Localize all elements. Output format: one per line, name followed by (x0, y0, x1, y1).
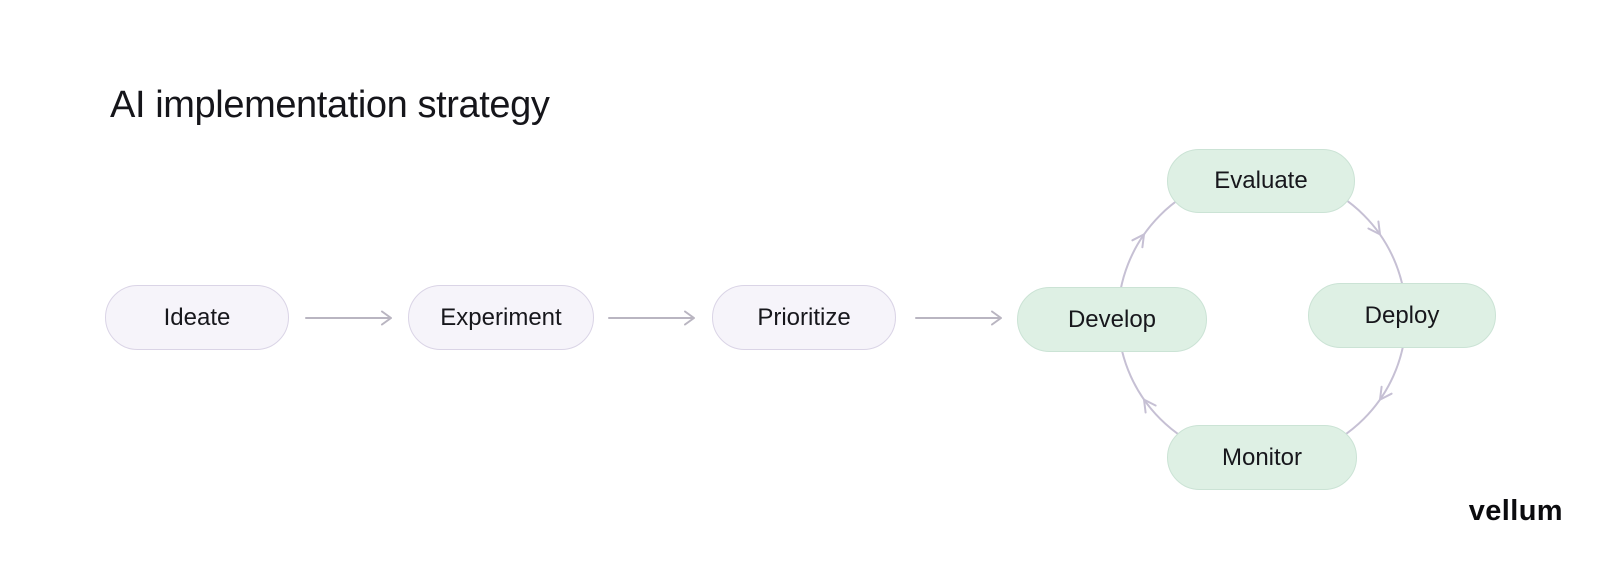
flow-node-ideate-label: Ideate (163, 303, 231, 331)
flow-node-prioritize-label: Prioritize (757, 303, 851, 331)
cycle-arrow-evaluate-deploy-icon (1367, 220, 1381, 236)
flow-node-experiment: Experiment (408, 285, 594, 350)
flow-arrow-ideate-experiment-icon (305, 310, 392, 326)
vellum-logo: vellum (1468, 495, 1563, 527)
cycle-node-monitor: Monitor (1167, 425, 1357, 490)
cycle-arrow-deploy-monitor-icon (1379, 385, 1393, 401)
cycle-arrow-monitor-develop-icon (1143, 398, 1157, 414)
cycle-node-evaluate-label: Evaluate (1214, 167, 1308, 194)
cycle-node-monitor-label: Monitor (1221, 443, 1303, 471)
flow-node-ideate: Ideate (105, 285, 289, 350)
cycle-arrow-develop-evaluate-icon (1131, 233, 1145, 249)
flow-node-experiment-label: Experiment (440, 303, 562, 331)
cycle-node-develop-label: Develop (1067, 305, 1157, 333)
flow-node-prioritize: Prioritize (712, 285, 896, 350)
flow-arrow-prioritize-develop-icon (915, 310, 1002, 326)
cycle-node-develop: Develop (1017, 287, 1207, 352)
cycle-node-evaluate: Evaluate (1167, 149, 1355, 213)
cycle-node-deploy-label: Deploy (1364, 301, 1440, 329)
flow-arrow-experiment-prioritize-icon (608, 310, 695, 326)
cycle-node-deploy: Deploy (1308, 283, 1496, 348)
cycle-arrowheads (1131, 220, 1393, 414)
page-title: AI implementation strategy (110, 84, 550, 126)
